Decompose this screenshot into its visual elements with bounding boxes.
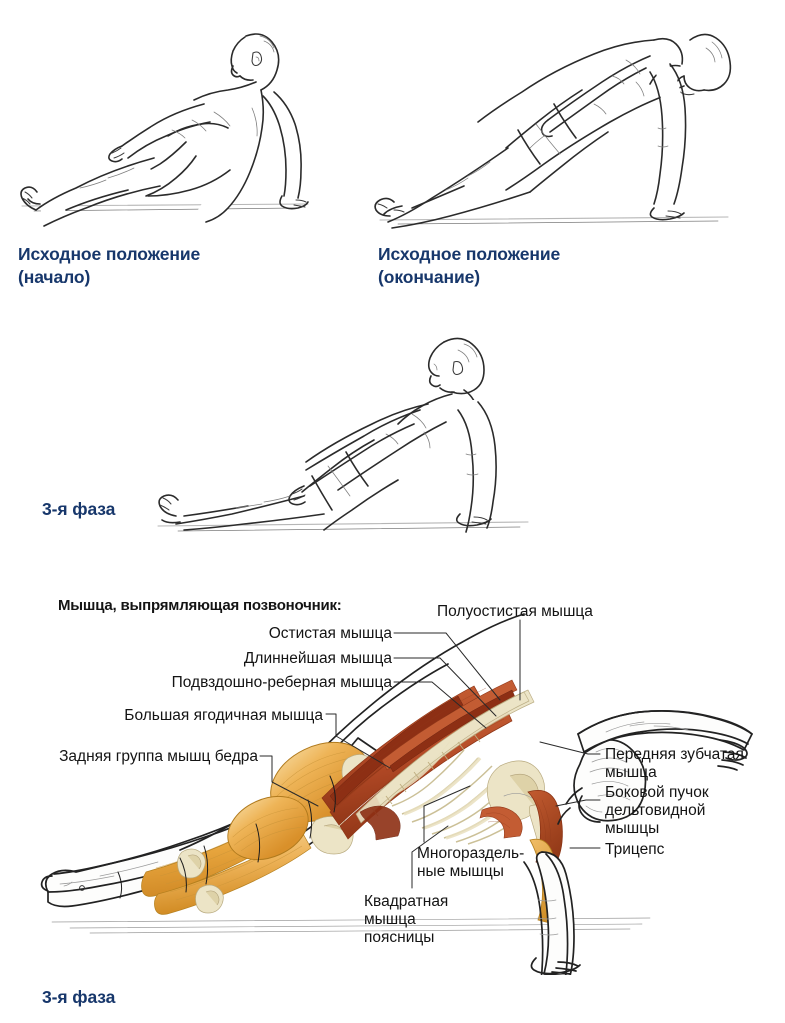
- label-serratus-anterior: Передняя зубчатая мышца: [605, 746, 744, 781]
- label-triceps: Трицепс: [605, 841, 665, 858]
- caption-start-begin: Исходное положение (начало): [18, 244, 201, 288]
- label-iliocostalis: Подвздошно-реберная мышца: [171, 674, 392, 691]
- construction-grid: [117, 775, 336, 899]
- label-deltoid-lateral: Боковой пучок дельтовидной мышцы: [605, 784, 709, 837]
- label-semispinalis: Полуостистая мышца: [437, 603, 593, 620]
- label-gluteus-maximus: Большая ягодичная мышца: [124, 707, 323, 724]
- label-spinalis: Остистая мышца: [268, 625, 392, 642]
- bone-scapula: [486, 760, 545, 821]
- label-multifidus: Многораздель- ные мышцы: [417, 845, 525, 880]
- muscle-serratus-anterior: [479, 806, 523, 839]
- label-hamstrings: Задняя группа мышц бедра: [59, 748, 258, 765]
- figure-start-end: [368, 8, 768, 229]
- muscle-gluteus-secondary: [227, 795, 309, 861]
- bone-knee: [177, 848, 224, 914]
- caption-start-end: Исходное положение (окончание): [378, 244, 561, 288]
- label-quadratus-lumborum: Квадратная мышца поясницы: [364, 893, 449, 946]
- caption-phase-3-anatomy: 3-я фаза: [42, 987, 116, 1007]
- label-erector-spinae-heading: Мышца, выпрямляющая позвоночник:: [58, 597, 342, 614]
- muscle-quadratus-lumborum: [359, 805, 401, 841]
- caption-phase-3: 3-я фаза: [42, 499, 116, 519]
- ground-line-3: [157, 521, 529, 532]
- figure-start-begin: [8, 8, 338, 228]
- label-longissimus: Длиннейшая мышца: [243, 650, 392, 667]
- figure-phase-3: [128, 318, 553, 538]
